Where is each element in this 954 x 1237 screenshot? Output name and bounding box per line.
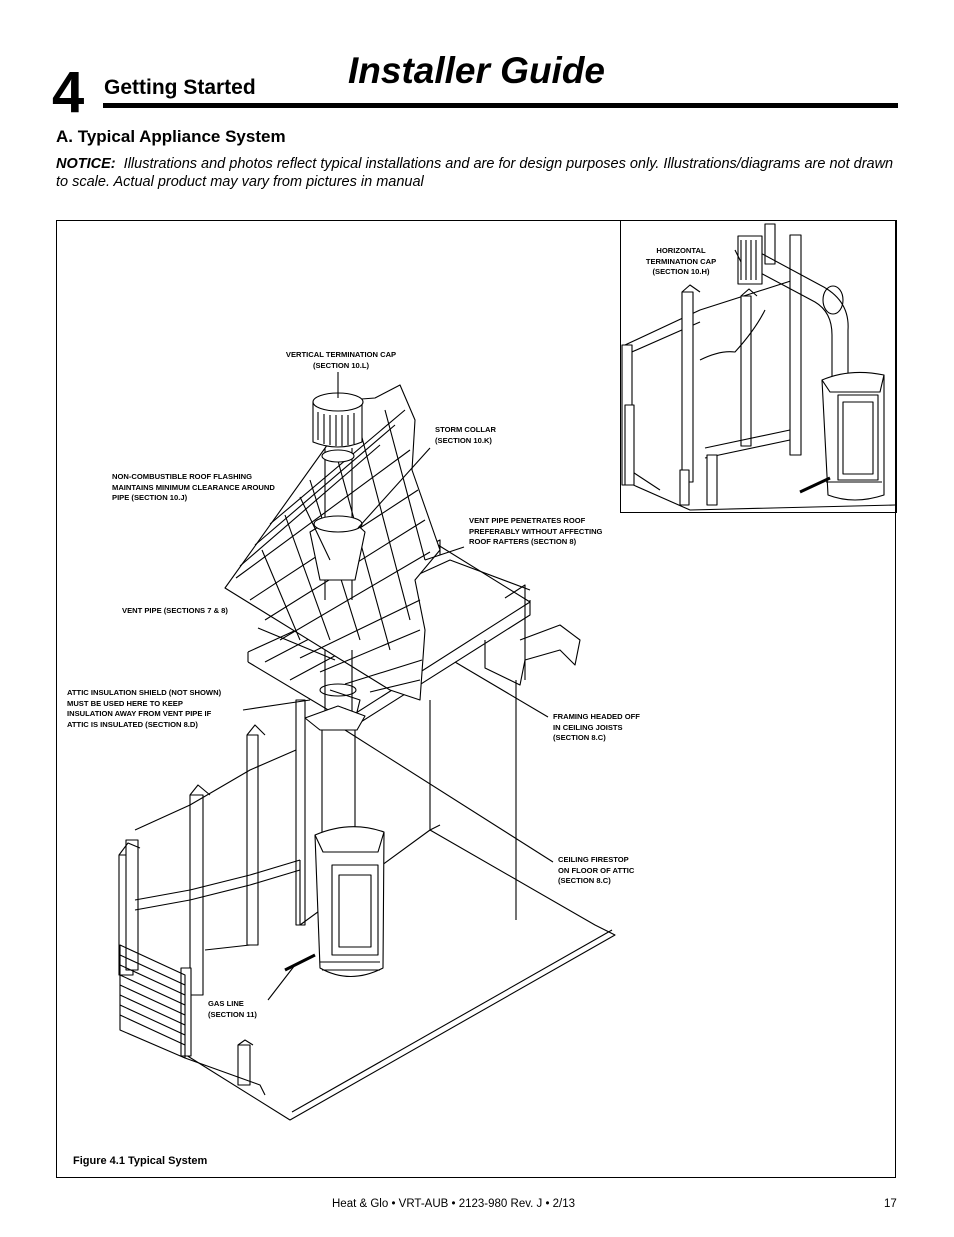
callout-attic-insulation-shield: ATTIC INSULATION SHIELD (NOT SHOWN) MUST…: [67, 688, 222, 729]
vertical-termination-cap: [312, 392, 364, 448]
header-rule: [103, 103, 898, 108]
section-heading: A. Typical Appliance System: [56, 127, 286, 146]
callout-horizontal-termination-cap: HORIZONTAL TERMINATION CAP (SECTION 10.H…: [645, 246, 717, 276]
callout-storm-collar: STORM COLLAR (SECTION 10.K): [435, 425, 497, 445]
room-floor: [185, 824, 616, 1121]
figure-frame: [56, 220, 896, 1178]
inset-vent-pipe: [737, 235, 849, 380]
firestop-collar: [304, 705, 366, 731]
callout-gas-line: GAS LINE (SECTION 11): [208, 999, 257, 1019]
figure-caption: Figure 4.1 Typical System: [73, 1155, 208, 1167]
inset-cap-leader: [734, 249, 742, 263]
callout-framing-headed-off: FRAMING HEADED OFF IN CEILING JOISTS (SE…: [553, 712, 640, 742]
notice-text: Illustrations and photos reflect typical…: [56, 156, 894, 190]
callout-vent-pipe-penetrates-roof: VENT PIPE PENETRATES ROOF PREFERABLY WIT…: [469, 516, 603, 546]
notice-label: NOTICE:: [56, 156, 116, 172]
callout-leaders: [242, 372, 554, 1001]
callout-roof-flashing: NON-COMBUSTIBLE ROOF FLASHING MAINTAINS …: [112, 472, 275, 502]
callout-ceiling-firestop: CEILING FIRESTOP ON FLOOR OF ATTIC (SECT…: [558, 855, 635, 885]
callout-vent-pipe: VENT PIPE (SECTIONS 7 & 8): [122, 606, 228, 615]
notice-paragraph: NOTICE: Illustrations and photos reflect…: [56, 155, 906, 191]
inset-fireplace-unit: [699, 309, 885, 501]
fireplace-unit: [284, 826, 385, 977]
page-number: 17: [884, 1198, 897, 1210]
siding: [119, 944, 266, 1096]
vent-pipe-vertical: [309, 448, 366, 841]
document-title: Installer Guide: [348, 50, 606, 91]
callout-vertical-termination-cap: VERTICAL TERMINATION CAP (SECTION 10.L): [285, 350, 397, 370]
chapter-number: 4: [52, 60, 84, 125]
wall-studs: [118, 680, 517, 1086]
inset-wall-framing: [621, 223, 896, 511]
footer-text: Heat & Glo • VRT-AUB • 2123-980 Rev. J •…: [332, 1198, 576, 1210]
chapter-title: Getting Started: [104, 76, 256, 99]
horizontal-install-inset-frame: [620, 220, 897, 513]
